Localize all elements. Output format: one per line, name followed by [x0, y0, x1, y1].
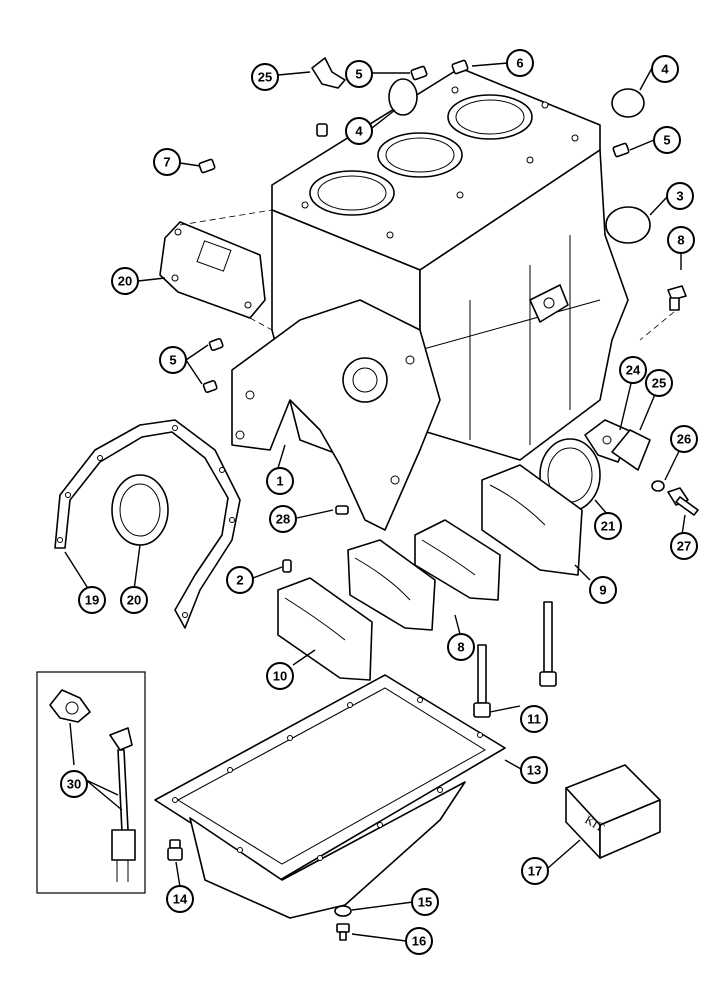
- washer: [651, 480, 665, 492]
- callout-21: 20: [120, 586, 148, 614]
- callout-6: 6: [506, 49, 534, 77]
- callout-10: 9: [589, 576, 617, 604]
- plugs-5-left: [202, 337, 224, 393]
- svg-text:24: 24: [626, 363, 641, 378]
- core-plug-large: [605, 206, 651, 244]
- svg-text:26: 26: [677, 432, 691, 447]
- callout-9: 8: [447, 633, 475, 661]
- callout-7: 7: [153, 148, 181, 176]
- callout-14: 13: [520, 756, 548, 784]
- svg-text:5: 5: [663, 133, 670, 148]
- callout-27: 26: [670, 425, 698, 453]
- rear-oil-seal: [111, 474, 169, 546]
- main-bearing-cap-front: [277, 577, 373, 681]
- main-bearing-bolt-long: [539, 601, 557, 687]
- cylinder-block: [231, 67, 629, 531]
- plug-5-deck: [316, 123, 328, 137]
- core-plug-upper: [388, 78, 418, 116]
- main-bearing-cap-center-2: [347, 539, 436, 631]
- gasket-kit-box: KIT: [565, 764, 661, 859]
- drain-plug: [336, 923, 350, 941]
- svg-text:1: 1: [276, 474, 283, 489]
- svg-text:19: 19: [85, 593, 99, 608]
- callout-20: 20: [111, 267, 139, 295]
- svg-text:4: 4: [661, 62, 669, 77]
- svg-text:3: 3: [676, 189, 683, 204]
- callout-17: 16: [405, 927, 433, 955]
- callout-18: 17: [521, 857, 549, 885]
- sender-inset: [36, 671, 146, 894]
- svg-text:5: 5: [169, 353, 176, 368]
- callout-11: 10: [266, 662, 294, 690]
- svg-text:5: 5: [355, 67, 362, 82]
- svg-text:20: 20: [127, 593, 141, 608]
- svg-text:15: 15: [418, 895, 432, 910]
- svg-text:30: 30: [67, 777, 81, 792]
- svg-text:25: 25: [652, 376, 666, 391]
- svg-text:21: 21: [601, 519, 615, 534]
- callout-26: 25: [645, 369, 673, 397]
- svg-text:28: 28: [276, 512, 290, 527]
- svg-text:20: 20: [118, 274, 132, 289]
- callout-4-top: 4: [345, 117, 373, 145]
- svg-text:13: 13: [527, 763, 541, 778]
- callout-12: 11: [520, 705, 548, 733]
- svg-text:8: 8: [677, 233, 684, 248]
- svg-text:4: 4: [355, 124, 363, 139]
- main-bearing-cap-rear: [481, 464, 583, 576]
- svg-text:17: 17: [528, 864, 542, 879]
- callout-5-top: 5: [345, 60, 373, 88]
- plug-5-upper: [410, 65, 428, 81]
- bolt-8: [639, 285, 687, 341]
- callout-30: 30: [60, 770, 88, 798]
- svg-text:9: 9: [599, 583, 606, 598]
- callout-28: 27: [670, 532, 698, 560]
- svg-text:7: 7: [163, 155, 170, 170]
- callout-3: 3: [666, 182, 694, 210]
- svg-text:11: 11: [527, 712, 541, 727]
- plug-7: [198, 158, 216, 174]
- callout-5-left: 5: [159, 346, 187, 374]
- drain-plug-washer: [334, 905, 352, 917]
- main-bearing-bolt-short: [473, 644, 491, 718]
- plug-6: [451, 59, 469, 75]
- callout-8: 8: [667, 226, 695, 254]
- side-plate-gasket: [159, 209, 273, 331]
- leader-lines: [64, 62, 686, 942]
- svg-text:16: 16: [412, 934, 426, 949]
- plug-5-right: [612, 142, 630, 158]
- svg-text:8: 8: [457, 640, 464, 655]
- core-plug-right: [611, 88, 645, 118]
- callout-29: 28: [269, 505, 297, 533]
- callout-16: 15: [411, 888, 439, 916]
- callout-4-right: 4: [651, 55, 679, 83]
- svg-text:27: 27: [677, 539, 691, 554]
- callout-19: 19: [78, 586, 106, 614]
- sump-plug-15: [167, 839, 183, 861]
- oil-pressure-switch: [311, 57, 346, 89]
- svg-text:6: 6: [516, 56, 523, 71]
- svg-text:25: 25: [258, 70, 272, 85]
- svg-text:10: 10: [273, 669, 287, 684]
- dowel-29: [335, 505, 349, 515]
- dowel-pin: [282, 559, 292, 573]
- callout-13: 25: [251, 63, 279, 91]
- callout-24: 21: [594, 512, 622, 540]
- callout-25: 24: [619, 356, 647, 384]
- oil-sump: [154, 674, 506, 919]
- rear-plate-gasket: [54, 419, 241, 629]
- svg-text:14: 14: [173, 892, 188, 907]
- svg-text:2: 2: [236, 573, 243, 588]
- cover-plate: [611, 429, 651, 471]
- callout-5-right: 5: [653, 126, 681, 154]
- callout-15: 14: [166, 885, 194, 913]
- callout-1: 1: [266, 467, 294, 495]
- callout-2: 2: [226, 566, 254, 594]
- cover-bolt: [667, 487, 699, 516]
